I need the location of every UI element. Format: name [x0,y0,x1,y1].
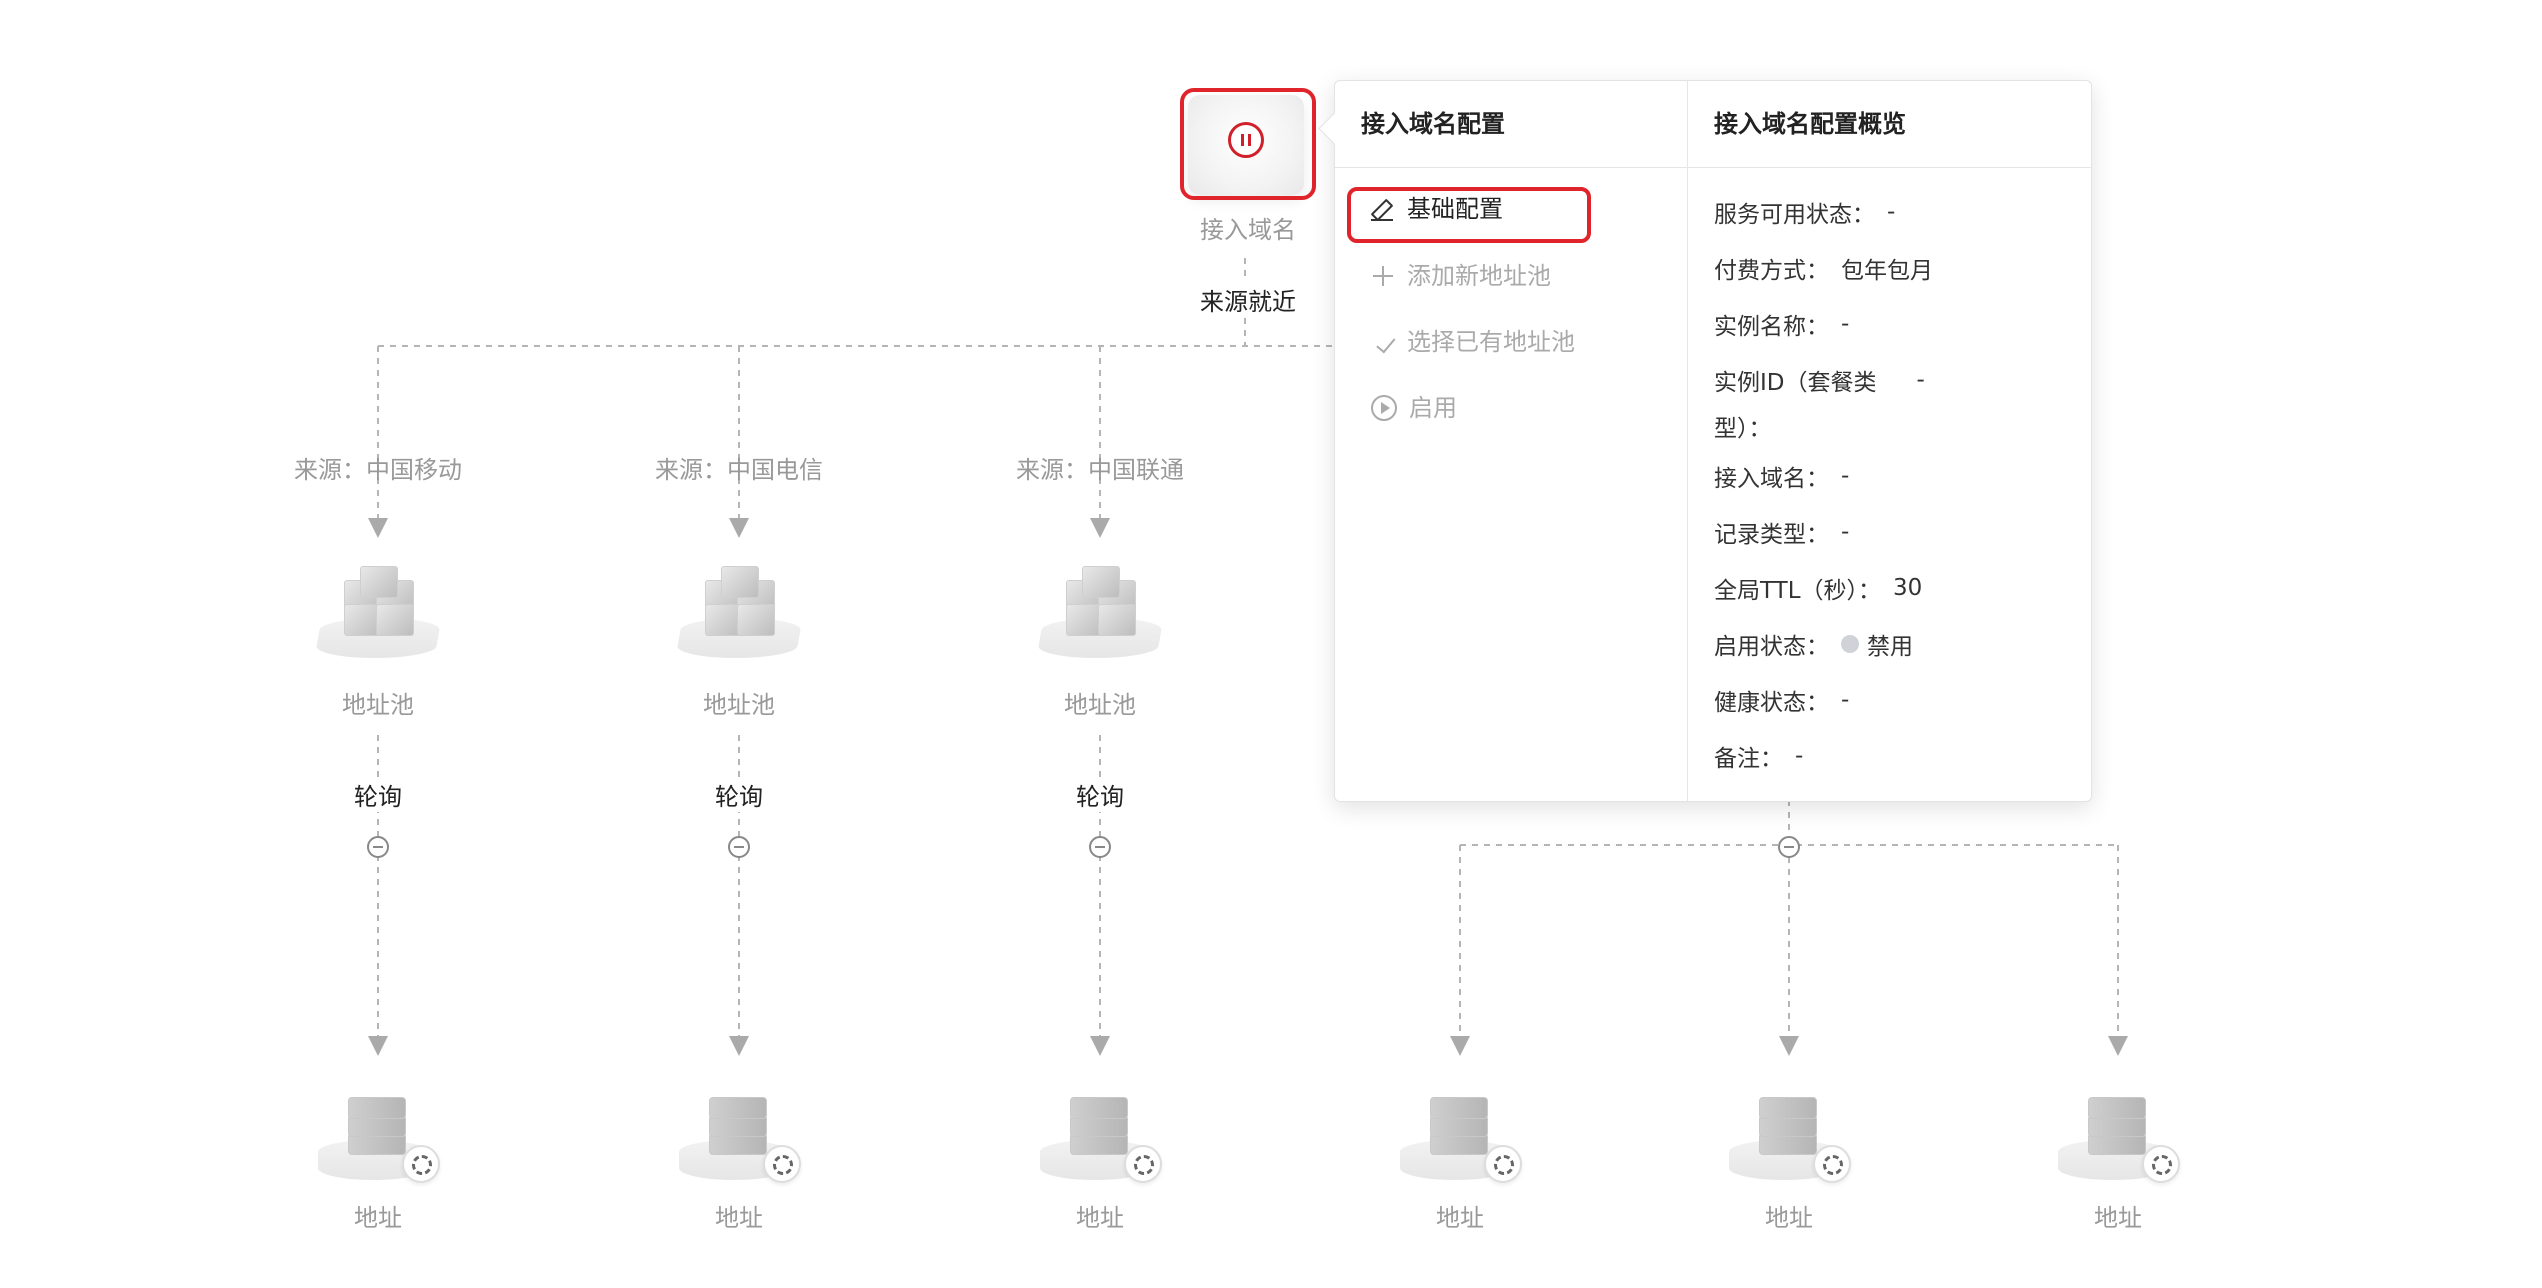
refresh-icon [1484,1145,1522,1183]
strategy-label: 来源就近 [1196,282,1300,317]
collapse-icon[interactable] [728,836,750,858]
pool-policy-label: 轮询 [350,777,406,812]
address-pool-icon[interactable] [1036,560,1164,670]
edit-icon [1371,197,1395,221]
address-label: 地址 [354,1204,402,1232]
collapse-icon[interactable] [1778,836,1800,858]
pool-label: 地址池 [703,691,775,719]
address-label: 地址 [2094,1204,2142,1232]
refresh-icon [2142,1145,2180,1183]
config-menu-title: 接入域名配置 [1335,81,1687,168]
pool-policy-label: 轮询 [1072,777,1128,812]
refresh-icon [763,1145,801,1183]
overview-row: 服务可用状态：- [1714,199,1896,228]
status-dot-icon [1841,635,1859,653]
address-label: 地址 [1765,1204,1813,1232]
config-overview-title: 接入域名配置概览 [1688,81,2091,168]
overview-row: 付费方式：包年包月 [1714,258,1933,284]
play-circle-icon [1371,395,1397,421]
overview-row: 备注：- [1714,743,1804,772]
root-highlight-box [1180,88,1316,200]
address-pool-icon[interactable] [314,560,442,670]
menu-label: 选择已有地址池 [1407,328,1575,356]
overview-row: 启用状态： 禁用 [1714,627,1913,661]
status-badge: 禁用 [1867,634,1913,660]
address-label: 地址 [715,1204,763,1232]
pause-icon [1228,122,1264,158]
menu-highlight-box [1347,187,1591,243]
address-label: 地址 [1436,1204,1484,1232]
pool-source-label: 来源：中国移动 [294,456,462,484]
refresh-icon [402,1145,440,1183]
address-icon[interactable] [318,1085,440,1195]
overview-row: 记录类型：- [1714,519,1850,548]
plus-icon [1371,264,1395,288]
menu-enable[interactable]: 启用 [1371,388,1457,428]
overview-row: 实例ID（套餐类 - 型）： [1714,367,1925,442]
config-menu-panel: 接入域名配置 基础配置 添加新地址池 选择已有地址池 启用 [1335,81,1688,801]
address-pool-icon[interactable] [675,560,803,670]
pool-label: 地址池 [342,691,414,719]
address-icon[interactable] [1729,1085,1851,1195]
overview-row: 健康状态：- [1714,687,1850,716]
address-icon[interactable] [1040,1085,1162,1195]
pool-source-label: 来源：中国电信 [655,456,823,484]
menu-add-pool[interactable]: 添加新地址池 [1371,256,1551,296]
address-label: 地址 [1076,1204,1124,1232]
refresh-icon [1124,1145,1162,1183]
address-icon[interactable] [1400,1085,1522,1195]
pool-label: 地址池 [1064,691,1136,719]
address-icon[interactable] [679,1085,801,1195]
menu-label: 添加新地址池 [1407,262,1551,290]
menu-select-pool[interactable]: 选择已有地址池 [1371,322,1575,362]
check-icon [1371,330,1395,354]
config-overview-panel: 接入域名配置概览 服务可用状态：- 付费方式：包年包月 实例名称：- 实例ID（… [1688,81,2091,801]
menu-basic-config[interactable]: 基础配置 [1371,189,1503,229]
collapse-icon[interactable] [1089,836,1111,858]
menu-label: 基础配置 [1407,195,1503,223]
address-icon[interactable] [2058,1085,2180,1195]
domain-config-popover: 接入域名配置 基础配置 添加新地址池 选择已有地址池 启用 接入域名配置概览 [1334,80,2092,802]
pool-policy-label: 轮询 [711,777,767,812]
access-domain-node[interactable] [1188,95,1304,195]
overview-row: 全局TTL（秒）：30 [1714,575,1923,604]
refresh-icon [1813,1145,1851,1183]
access-domain-label: 接入域名 [1200,216,1296,244]
menu-label: 启用 [1409,394,1457,422]
overview-row: 接入域名：- [1714,463,1850,492]
collapse-icon[interactable] [367,836,389,858]
overview-row: 实例名称：- [1714,311,1850,340]
pool-source-label: 来源：中国联通 [1016,456,1184,484]
